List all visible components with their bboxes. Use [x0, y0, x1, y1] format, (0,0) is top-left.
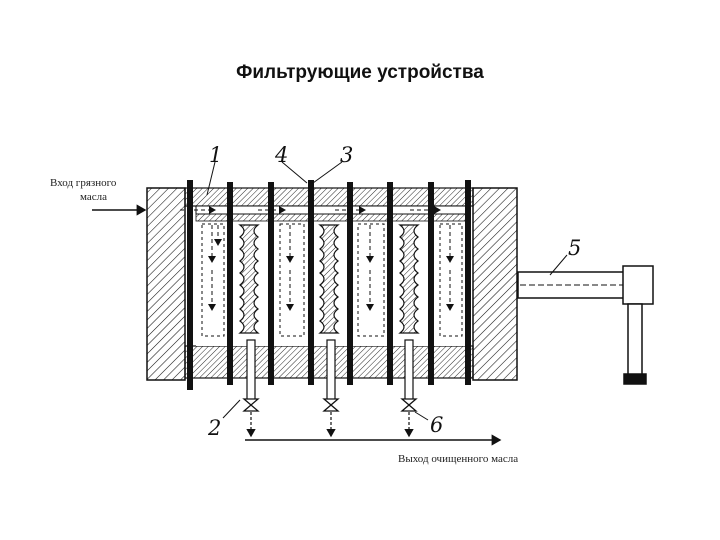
part-label-2: 2 [207, 416, 221, 440]
part-label-1: 1 [209, 143, 222, 167]
right-end-plate [472, 187, 518, 381]
page-title: Фильтрующие устройства [236, 62, 484, 83]
flow-arrows [180, 206, 454, 311]
filter-element-1 [238, 224, 260, 334]
part-label-4: 4 [274, 143, 288, 167]
filter-plates [187, 180, 471, 390]
outlet-label: Выход очищенного масла [398, 453, 518, 465]
part-label-3: 3 [340, 143, 353, 167]
filter-element-2 [318, 224, 340, 334]
part-label-6: 6 [430, 413, 443, 437]
inlet-label-line2: масла [80, 191, 107, 203]
left-end-plate [146, 187, 186, 381]
filter-element-3 [398, 224, 420, 334]
part-label-5: 5 [568, 236, 581, 260]
clamp-screw [517, 265, 654, 385]
valves [242, 398, 418, 412]
inlet-label-line1: Вход грязного [50, 177, 117, 189]
